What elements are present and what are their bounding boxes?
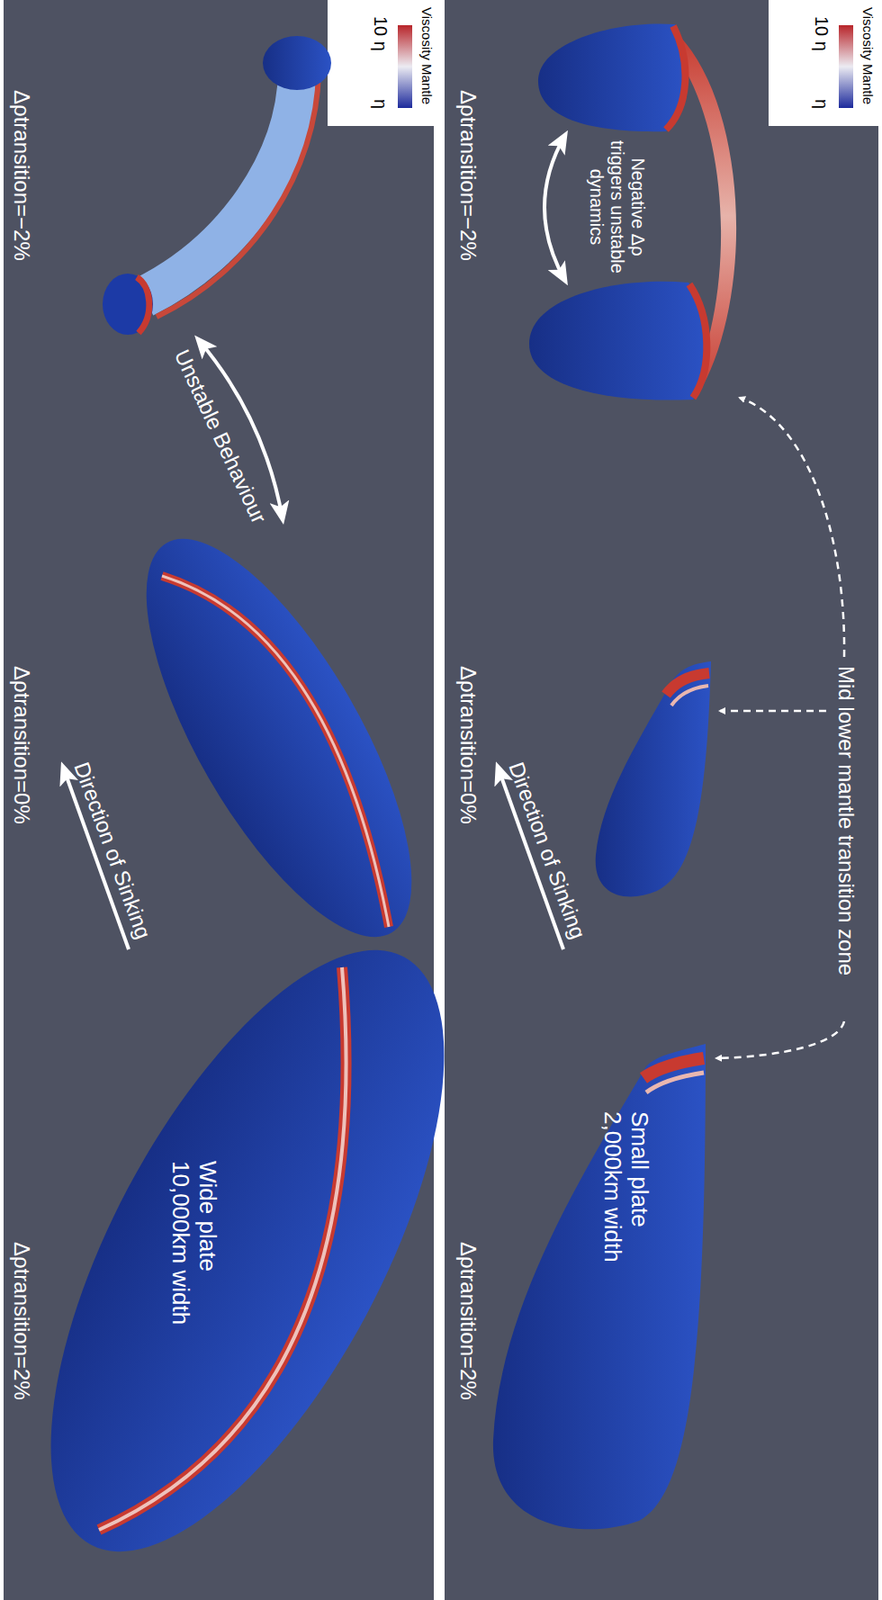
- slab-ribbon: [144, 72, 299, 297]
- case-label: Δρtransition=2%: [455, 1242, 481, 1401]
- slab-blob: [493, 1044, 706, 1530]
- lobe-rim: [689, 284, 707, 398]
- transition-band: [646, 1072, 704, 1093]
- ribbon-end: [102, 273, 153, 335]
- legend-box: [768, 0, 882, 126]
- legend-title: Viscosity Mantle: [419, 7, 435, 105]
- plate-title: Small plate 2,000km width: [598, 1111, 653, 1305]
- case-label: Δρtransition=2%: [9, 1242, 35, 1401]
- legend-tick: η: [369, 99, 391, 109]
- slab-lobe: [538, 23, 686, 132]
- slab-blob: [0, 893, 523, 1600]
- legend-title: Viscosity Mantle: [860, 7, 876, 105]
- legend-box: [327, 0, 440, 126]
- double-arrow: [544, 135, 566, 281]
- dashed-pointer: [720, 710, 827, 713]
- dashed-pointer: [739, 397, 845, 657]
- legend-tick: 10 η: [810, 16, 832, 52]
- case-label: Δρtransition=0%: [455, 666, 481, 825]
- color-bar: [838, 25, 854, 108]
- legend-tick: 10 η: [369, 16, 391, 52]
- slab-blob: [595, 661, 711, 898]
- color-bar: [397, 25, 413, 108]
- transition-band: [99, 967, 347, 1530]
- legend-tick: η: [810, 99, 832, 109]
- case-label: Δρtransition=−2%: [455, 90, 481, 261]
- slab-blob: [96, 502, 462, 973]
- transition-band: [99, 967, 347, 1530]
- dashed-pointer: [716, 1021, 845, 1059]
- zone-note: Mid lower mantle transition zone: [833, 666, 859, 976]
- case-label: Δρtransition=−2%: [9, 90, 35, 261]
- callout-note: Negative Δρ triggers unstable dynamics: [585, 130, 648, 284]
- transition-band: [162, 576, 389, 927]
- arrow-label: Direction of Sinking: [504, 758, 592, 943]
- transition-band: [162, 576, 389, 927]
- lobe-rim: [666, 26, 685, 130]
- case-label: Δρtransition=0%: [9, 666, 35, 825]
- arrow-label: Unstable Behaviour: [169, 345, 272, 528]
- ribbon-edge: [156, 72, 319, 317]
- ribbon-end: [262, 36, 332, 90]
- slab-lobe: [529, 281, 707, 401]
- transition-band: [671, 685, 709, 706]
- ribbon-rim: [136, 277, 150, 333]
- plate-title: Wide plate 10,000km width: [166, 1161, 221, 1355]
- top-panel: [444, 0, 879, 1600]
- arrow-label: Direction of Sinking: [69, 758, 157, 943]
